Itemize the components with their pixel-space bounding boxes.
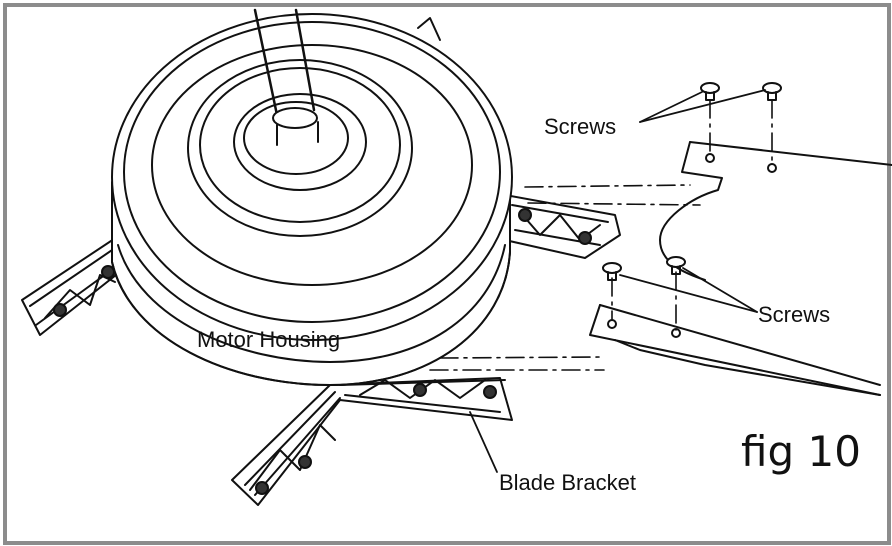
blade-bracket-front (231, 377, 513, 506)
blade-bracket-right (504, 194, 621, 259)
motor-housing-label: Motor Housing (197, 327, 341, 352)
screws-label-top: Screws (544, 114, 617, 139)
motor-housing (111, 13, 513, 386)
down-rod (253, 8, 319, 146)
alignment-lines (429, 99, 773, 371)
fan-blade-lower (589, 304, 881, 396)
mount-hook (417, 17, 441, 41)
screws-label-bottom: Screws (758, 302, 831, 327)
blade-bracket-left (21, 234, 136, 336)
screw-group-top (700, 82, 782, 101)
screw-group-bottom (602, 256, 686, 281)
blade-bracket-label: Blade Bracket (499, 470, 636, 495)
figure-number: fig 10 (741, 427, 861, 476)
fan-blade-upper (659, 141, 892, 281)
leader-lines (469, 89, 766, 473)
